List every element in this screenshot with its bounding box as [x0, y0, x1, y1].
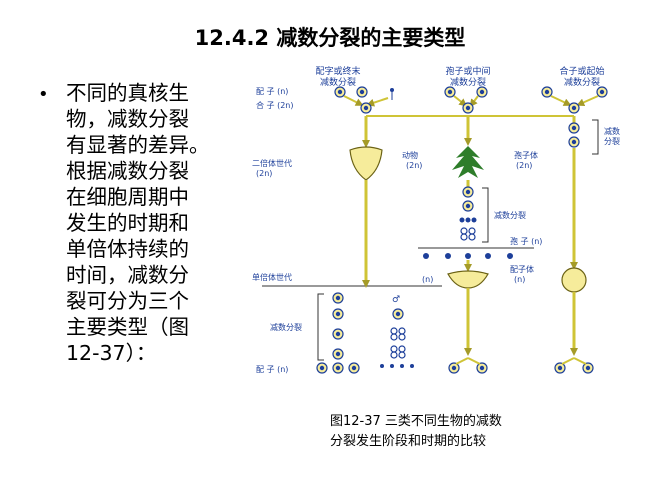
- meiosis-diagram: 配字或终末 减数分裂 孢子或中间 减数分裂 合子或起始 减数分裂 配 子 (n)…: [252, 65, 620, 374]
- mid-meiosis-bracket: [482, 187, 489, 243]
- gametophyte-shape: [447, 270, 489, 289]
- bullet-dot-icon: •: [38, 84, 49, 105]
- label-diploid-gen-n: (2n): [256, 169, 272, 178]
- label-gamete-bottom: 配 子 (n): [256, 365, 288, 374]
- label-animal-n: (2n): [406, 161, 422, 170]
- label-meiosis-left: 减数分裂: [270, 322, 302, 332]
- label-gamete-top: 配 子 (n): [256, 87, 288, 96]
- label-haploid-gen: 单倍体世代: [252, 272, 292, 282]
- label-sporophyte: 孢子体: [514, 150, 538, 160]
- fusion-arrows: [343, 95, 599, 108]
- label-meiosis-mid: 减数分裂: [494, 210, 526, 220]
- label-meiosis-right-1: 减数: [604, 126, 620, 136]
- right-meiosis-stages: [568, 122, 580, 148]
- svg-text:♂: ♂: [392, 295, 400, 305]
- svg-text:配字或终末: 配字或终末: [315, 65, 360, 77]
- label-sporophyte-n: (2n): [516, 161, 532, 170]
- label-haploid-gen-n: (n): [422, 275, 433, 284]
- label-spore: 孢 子 (n): [510, 236, 542, 246]
- label-diploid-gen: 二倍体世代: [252, 158, 292, 168]
- bottom-arrows: [455, 357, 587, 365]
- mid-meiosis-stages: [459, 186, 477, 241]
- left-meiosis-stages: ♂: [332, 292, 406, 360]
- spores: [423, 253, 513, 259]
- label-gametophyte: 配子体: [510, 264, 534, 274]
- bottom-gametes: [316, 362, 594, 374]
- slide-title: 12.4.2 减数分裂的主要类型: [194, 26, 466, 50]
- top-gametes: [334, 86, 608, 100]
- label-meiosis-right-2: 分裂: [604, 136, 620, 146]
- bullet-text: 不同的真核生 物，减数分裂 有显著的差异。 根据减数分裂 在细胞周期中 发生的时…: [66, 81, 210, 365]
- header-sporic-meiosis: 孢子或中间 减数分裂: [445, 65, 490, 88]
- header-zygotic-meiosis: 合子或起始 减数分裂: [559, 65, 604, 88]
- sporophyte-plant-icon: [452, 146, 484, 178]
- svg-text:孢子或中间: 孢子或中间: [445, 65, 490, 77]
- svg-text:合子或起始: 合子或起始: [559, 65, 604, 77]
- right-haploid-cell: [561, 267, 587, 293]
- left-meiosis-bracket: [317, 293, 324, 361]
- label-gametophyte-n: (n): [514, 275, 525, 284]
- diploid-animal-shape: [349, 146, 383, 181]
- zygotes: [360, 102, 580, 114]
- svg-text:减数分裂: 减数分裂: [320, 76, 356, 88]
- header-gametic-meiosis: 配字或终末 减数分裂: [315, 65, 360, 88]
- svg-text:减数分裂: 减数分裂: [564, 76, 600, 88]
- right-meiosis-bracket: [592, 119, 599, 155]
- svg-text:减数分裂: 减数分裂: [450, 76, 486, 88]
- label-zygote: 合 子 (2n): [256, 100, 294, 110]
- figure-caption: 图12-37 三类不同生物的减数 分裂发生阶段和时期的比较: [330, 414, 502, 449]
- label-animal: 动物: [402, 150, 418, 160]
